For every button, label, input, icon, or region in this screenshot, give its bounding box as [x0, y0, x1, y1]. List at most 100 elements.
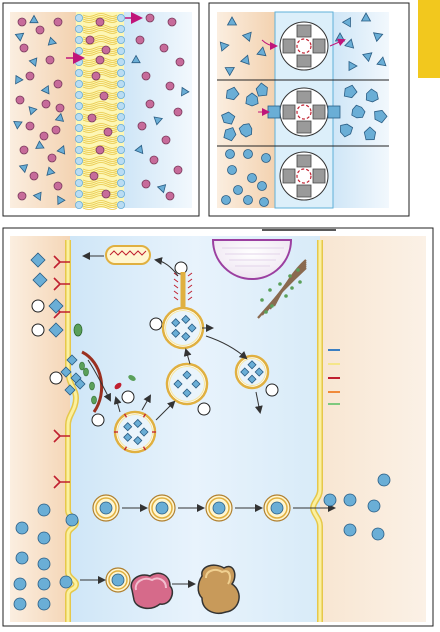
- substrate-molecule: [344, 38, 355, 49]
- endosome-receptor: [123, 413, 128, 418]
- substrate-molecule: [241, 31, 252, 42]
- pink-particle: [95, 145, 105, 155]
- blue-triangle-particle: [32, 191, 42, 202]
- ligand-bound: [48, 322, 64, 338]
- golgi-vesicle: [298, 280, 302, 284]
- substrate-molecule: [374, 109, 388, 124]
- substrate-molecule: [343, 84, 358, 99]
- lysosome-highlight: [134, 577, 167, 591]
- pink-particle: [29, 171, 39, 181]
- lipid-head: [75, 69, 84, 78]
- lipid-head: [117, 134, 126, 143]
- pink-particle: [55, 103, 65, 113]
- carrier-subunit: [296, 120, 312, 134]
- lipid-tail: [82, 101, 118, 105]
- cargo-molecule: [99, 501, 113, 515]
- lipid-tail: [82, 107, 118, 111]
- substrate-molecule: [365, 88, 379, 103]
- carrier-subunit: [282, 38, 296, 54]
- recycling-vesicle: [105, 245, 151, 265]
- carrier-subunit: [296, 54, 312, 68]
- blue-triangle-particle: [46, 166, 56, 176]
- lipid-head: [75, 13, 84, 22]
- carrier-subunit: [312, 168, 326, 184]
- golgi-vesicle: [296, 268, 300, 272]
- diffusing-particles: [13, 13, 190, 206]
- pink-particle: [165, 191, 175, 201]
- cargo-ligand: [254, 367, 264, 377]
- pink-particle: [101, 45, 111, 55]
- cargo-ligand: [187, 323, 197, 333]
- budding-arrow: [113, 396, 122, 413]
- lipid-tail: [82, 83, 118, 87]
- pink-particle: [35, 25, 45, 35]
- lipid-tail: [82, 50, 118, 54]
- tubule-receptor: [173, 278, 193, 283]
- golgi-vesicle: [290, 286, 294, 290]
- pink-particle: [141, 71, 151, 81]
- pink-particle: [85, 35, 95, 45]
- lipid-tail: [82, 156, 118, 160]
- pink-particle: [53, 17, 63, 27]
- lipid-head: [117, 124, 126, 133]
- lipid-head: [75, 156, 84, 165]
- lipid-head: [117, 80, 126, 89]
- lipid-tail: [82, 118, 118, 122]
- receptor-fragment: [114, 382, 122, 390]
- substrate-molecule: [243, 195, 253, 205]
- extracellular-molecule: [37, 577, 51, 591]
- membrane-receptor: [53, 277, 70, 291]
- membrane-receptor: [53, 429, 70, 443]
- ligand: [32, 272, 48, 288]
- cargo-ligand: [182, 388, 192, 398]
- lipid-tail: [82, 189, 118, 193]
- endocytosis-arrow: [87, 359, 111, 402]
- lipid-tail: [82, 123, 118, 127]
- carrier-protein: [279, 151, 329, 201]
- lipid-tail: [82, 173, 118, 177]
- lipid-head: [117, 200, 126, 209]
- endosome-receptor: [123, 446, 128, 451]
- step-marker: [31, 323, 45, 337]
- substrate-molecule: [243, 149, 253, 159]
- extracellular-molecule: [37, 557, 51, 571]
- cargo-ligand: [181, 331, 191, 342]
- lipid-head: [75, 124, 84, 133]
- substrate-molecule: [245, 92, 259, 107]
- golgi-cisterna: [273, 259, 307, 307]
- transported-molecule: [343, 523, 357, 537]
- carrier-subunit: [296, 90, 312, 104]
- golgi-vesicle: [288, 274, 292, 278]
- blue-triangle-particle: [153, 116, 164, 126]
- blue-triangle-particle: [47, 36, 58, 46]
- cargo-ligand: [247, 360, 257, 370]
- lipid-tail: [82, 158, 118, 162]
- golgi-vesicle: [264, 310, 268, 314]
- substrate-molecule: [261, 153, 271, 163]
- carrier-subunit: [282, 104, 296, 120]
- vesicle-pathways: [13, 245, 391, 614]
- cargo-ligand: [133, 418, 143, 429]
- substrate-molecule: [221, 195, 231, 205]
- lipid-head: [75, 113, 84, 122]
- bound-molecule: [327, 105, 341, 119]
- degradation-arrow: [254, 391, 263, 414]
- substrate-molecule: [226, 16, 238, 26]
- pink-particle: [17, 17, 27, 27]
- blue-triangle-particle: [14, 32, 25, 42]
- lipid-tail: [82, 74, 118, 78]
- pink-particle: [47, 153, 57, 163]
- blue-triangle-particle: [15, 74, 24, 85]
- lipid-tail: [82, 136, 118, 140]
- substrate-molecule: [259, 197, 269, 207]
- golgi-vesicle: [284, 294, 288, 298]
- tubule-receptor: [173, 290, 193, 295]
- lipid-head: [75, 47, 84, 56]
- lipid-head: [117, 91, 126, 100]
- pink-particle: [165, 81, 175, 91]
- substrate-molecule: [360, 12, 372, 22]
- lipid-tail: [82, 140, 118, 144]
- extracellular-molecule: [13, 577, 27, 591]
- lipid-head: [75, 58, 84, 67]
- lipid-tail: [82, 204, 118, 208]
